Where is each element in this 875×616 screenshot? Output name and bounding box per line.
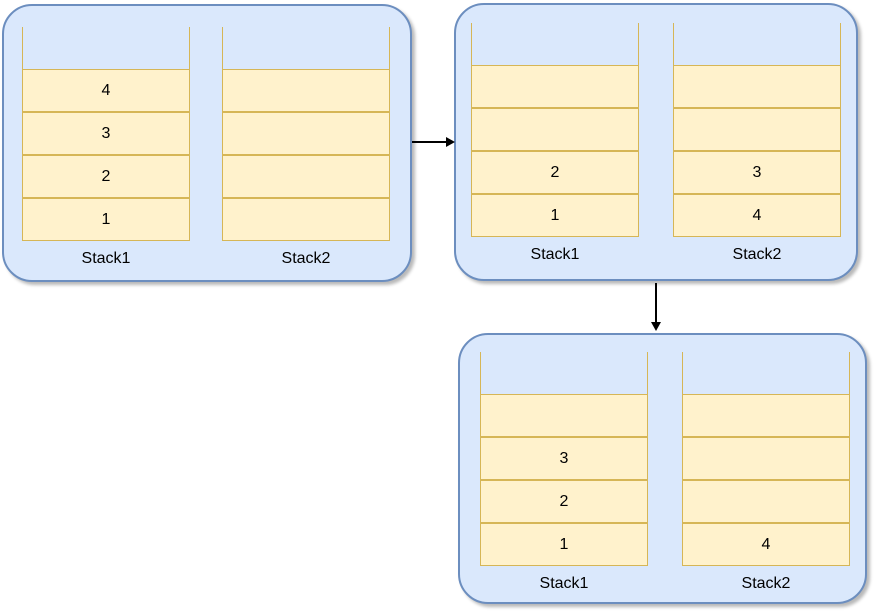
stack2-label: Stack2 bbox=[732, 246, 782, 263]
stack-cell: 3 bbox=[480, 437, 648, 480]
stack1-label: Stack1 bbox=[81, 250, 131, 267]
stack-cell bbox=[222, 69, 390, 112]
stack-cell bbox=[682, 394, 850, 437]
stack-cell bbox=[471, 65, 639, 108]
stack1-container: 3 2 1 Stack1 bbox=[480, 352, 648, 593]
stack1-label: Stack1 bbox=[530, 246, 580, 263]
arrowhead-icon bbox=[446, 137, 455, 147]
stack-open-top bbox=[222, 27, 390, 69]
stack-cell: 4 bbox=[673, 194, 841, 237]
stack2-container: Stack2 bbox=[222, 27, 390, 268]
stack-cell: 2 bbox=[471, 151, 639, 194]
stack-cell: 4 bbox=[22, 69, 190, 112]
stack-open-top bbox=[22, 27, 190, 69]
stack1-container: 2 1 Stack1 bbox=[471, 23, 639, 264]
arrowhead-icon bbox=[651, 322, 661, 331]
stack-cell: 3 bbox=[673, 151, 841, 194]
stack2-label: Stack2 bbox=[281, 250, 331, 267]
stack1-container: 4 3 2 1 Stack1 bbox=[22, 27, 190, 268]
arrow-line bbox=[655, 283, 657, 323]
stack2-container: 3 4 Stack2 bbox=[673, 23, 841, 264]
stack-cell: 2 bbox=[480, 480, 648, 523]
state-panel-3: 3 2 1 Stack1 4 Stack2 bbox=[458, 333, 867, 604]
stack-cell bbox=[673, 108, 841, 151]
transition-arrow-down-icon bbox=[650, 283, 662, 331]
stack-cell bbox=[682, 480, 850, 523]
stack-open-top bbox=[480, 352, 648, 394]
stack-cell: 2 bbox=[22, 155, 190, 198]
stack-cell bbox=[222, 155, 390, 198]
stack-cell bbox=[471, 108, 639, 151]
state-panel-2: 2 1 Stack1 3 4 Stack2 bbox=[454, 3, 858, 281]
stack2-label: Stack2 bbox=[741, 575, 791, 592]
stack2-container: 4 Stack2 bbox=[682, 352, 850, 593]
stack-open-top bbox=[682, 352, 850, 394]
stack-cell: 3 bbox=[22, 112, 190, 155]
arrow-line bbox=[412, 141, 447, 143]
stack1-label: Stack1 bbox=[539, 575, 589, 592]
stack-cell bbox=[480, 394, 648, 437]
stack-open-top bbox=[471, 23, 639, 65]
stack-cell bbox=[682, 437, 850, 480]
stack-cell bbox=[673, 65, 841, 108]
stack-open-top bbox=[673, 23, 841, 65]
stack-cell bbox=[222, 112, 390, 155]
stack-cell: 1 bbox=[471, 194, 639, 237]
stack-cell: 4 bbox=[682, 523, 850, 566]
transition-arrow-right-icon bbox=[412, 136, 455, 148]
stack-cell: 1 bbox=[22, 198, 190, 241]
state-panel-1: 4 3 2 1 Stack1 Stack2 bbox=[2, 4, 412, 282]
stack-cell: 1 bbox=[480, 523, 648, 566]
stack-cell bbox=[222, 198, 390, 241]
